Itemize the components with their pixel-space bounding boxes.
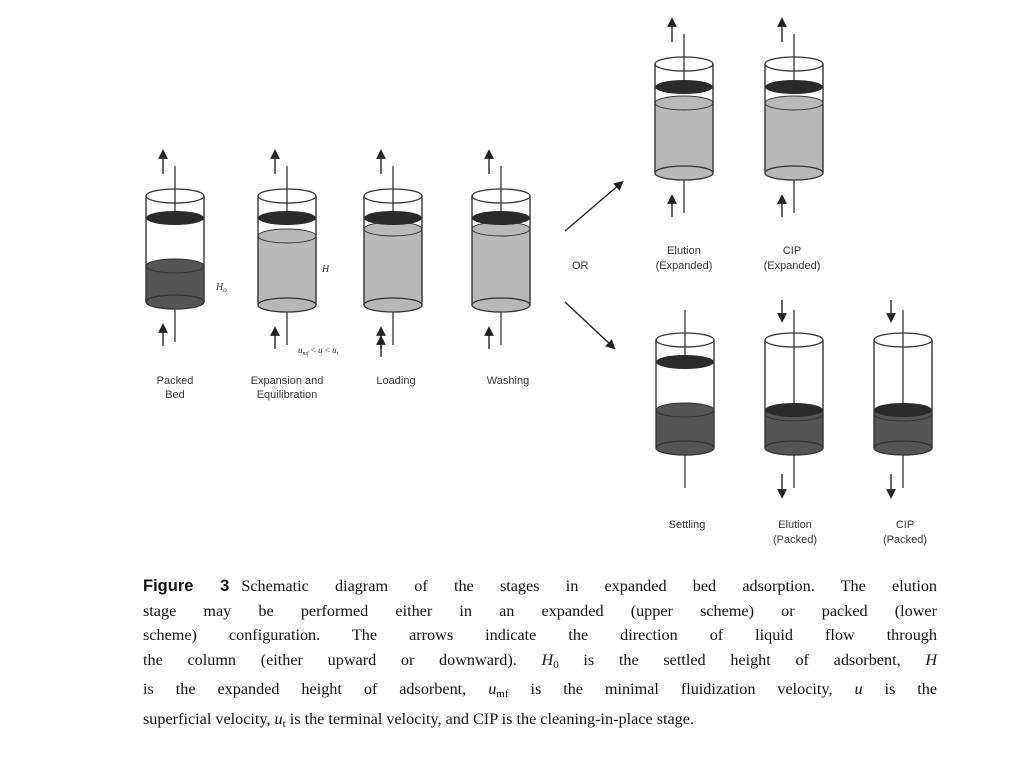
stage-label-loading: Loading: [376, 375, 415, 387]
column-settling: [655, 310, 715, 488]
column-cip-expanded: [764, 17, 824, 217]
stage-label-settling: Settling: [669, 519, 706, 531]
column-elution-expanded: [654, 17, 714, 217]
column-expansion: [257, 149, 317, 349]
stage-label-cip-expanded: CIP(Expanded): [764, 245, 821, 272]
column-washing: [471, 149, 531, 349]
branch-arrow-expanded: [564, 180, 624, 232]
velocity-range-label: umf < u < ut: [298, 345, 339, 357]
stage-label-cip-packed: CIP(Packed): [883, 519, 927, 546]
stage-label-washing: Washing: [487, 375, 529, 387]
figure-label: Figure 3: [143, 577, 230, 595]
branch-arrow-packed: [564, 301, 616, 350]
column-loading: [363, 149, 423, 349]
or-label: OR: [572, 260, 589, 272]
stage-label-elution-packed: Elution(Packed): [773, 519, 817, 546]
column-cip-packed: [873, 300, 933, 499]
settled-height-label: Ho: [215, 282, 227, 294]
stage-label-elution-expanded: Elution(Expanded): [656, 245, 713, 272]
column-elution-packed: [764, 300, 824, 499]
expanded-height-label: H: [321, 264, 330, 275]
column-packed-bed: [145, 149, 205, 346]
